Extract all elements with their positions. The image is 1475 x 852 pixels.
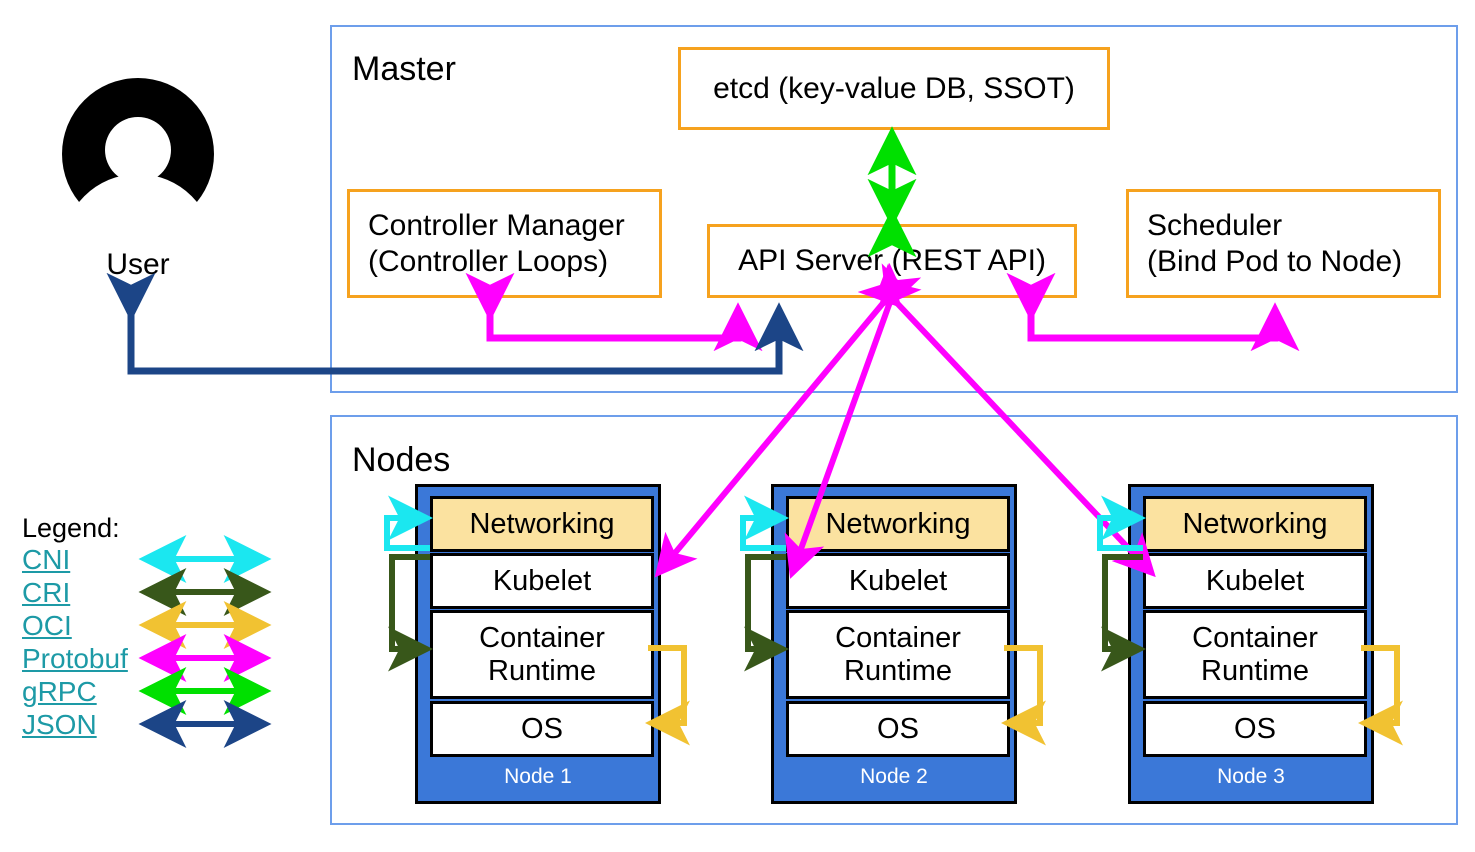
connector-protobuf-controller-apiserver (465, 272, 763, 352)
node-node3-layer-networking-label: Networking (1182, 507, 1328, 540)
node-node1-layer-runtime-label: Container Runtime (479, 621, 605, 687)
connector-cni-node3 (1097, 495, 1146, 551)
connector-oci-node3 (1358, 645, 1403, 746)
connector-cni-node1 (384, 495, 433, 551)
connector-oci-node1 (645, 645, 690, 746)
connector-cni-node2 (740, 495, 789, 551)
legend-title: Legend: (22, 513, 120, 543)
node-node1-layer-networking-label: Networking (469, 507, 615, 540)
node-node1-label: Node 1 (504, 765, 572, 788)
connector-oci-node2 (1001, 645, 1046, 746)
connector-cri-node1 (388, 554, 433, 672)
group-nodes-label: Nodes (352, 441, 451, 479)
connector-protobuf-scheduler-apiserver (1006, 272, 1300, 352)
node-node2-layer-runtime[interactable]: Container Runtime (786, 610, 1010, 699)
node-node3-layer-kubelet[interactable]: Kubelet (1143, 553, 1367, 609)
node-node3-layer-kubelet-label: Kubelet (1205, 564, 1305, 597)
legend-item-oci[interactable]: OCI (22, 610, 72, 641)
node-node1-layer-networking[interactable]: Networking (430, 496, 654, 552)
node-node3-layer-runtime[interactable]: Container Runtime (1143, 610, 1367, 699)
node-node3-label: Node 3 (1217, 765, 1285, 788)
node-node1-layer-kubelet-label: Kubelet (492, 564, 592, 597)
node-node3-layer-os-label: OS (1234, 712, 1276, 745)
node-node1-layer-runtime[interactable]: Container Runtime (430, 610, 654, 699)
component-etcd[interactable]: etcd (key-value DB, SSOT) (678, 47, 1110, 130)
connector-cri-node2 (744, 554, 789, 672)
connector-cri-node3 (1101, 554, 1146, 672)
group-master-label: Master (352, 50, 456, 88)
node-node1-layer-os[interactable]: OS (430, 701, 654, 757)
node-node3-layer-os[interactable]: OS (1143, 701, 1367, 757)
user-avatar-icon (62, 78, 214, 230)
node-node2-layer-runtime-label: Container Runtime (835, 621, 961, 687)
node-node2-layer-os[interactable]: OS (786, 701, 1010, 757)
legend-item-grpc[interactable]: gRPC (22, 676, 97, 707)
node-node1-layer-kubelet[interactable]: Kubelet (430, 553, 654, 609)
connector-protobuf-apiserver-node2 (784, 263, 922, 579)
node-node3[interactable]: Networking Kubelet Container Runtime OS … (1128, 484, 1374, 804)
connector-protobuf-apiserver-node1 (654, 262, 922, 578)
component-etcd-label: etcd (key-value DB, SSOT) (713, 71, 1075, 105)
node-node3-layer-networking[interactable]: Networking (1143, 496, 1367, 552)
connector-protobuf-apiserver-node3 (857, 263, 1156, 578)
node-node1-layer-os-label: OS (521, 712, 563, 745)
legend-item-cni[interactable]: CNI (22, 544, 71, 575)
component-controller-manager-label: Controller Manager (Controller Loops) (368, 208, 625, 278)
node-node2-layer-os-label: OS (877, 712, 919, 745)
legend-item-protobuf[interactable]: Protobuf (22, 643, 128, 674)
node-node3-layer-runtime-label: Container Runtime (1192, 621, 1318, 687)
legend-item-json[interactable]: JSON (22, 709, 97, 740)
legend-item-cri[interactable]: CRI (22, 577, 71, 608)
node-node2-label: Node 2 (860, 765, 928, 788)
node-node1[interactable]: Networking Kubelet Container Runtime OS … (415, 484, 661, 804)
component-scheduler-label: Scheduler (Bind Pod to Node) (1147, 208, 1403, 278)
